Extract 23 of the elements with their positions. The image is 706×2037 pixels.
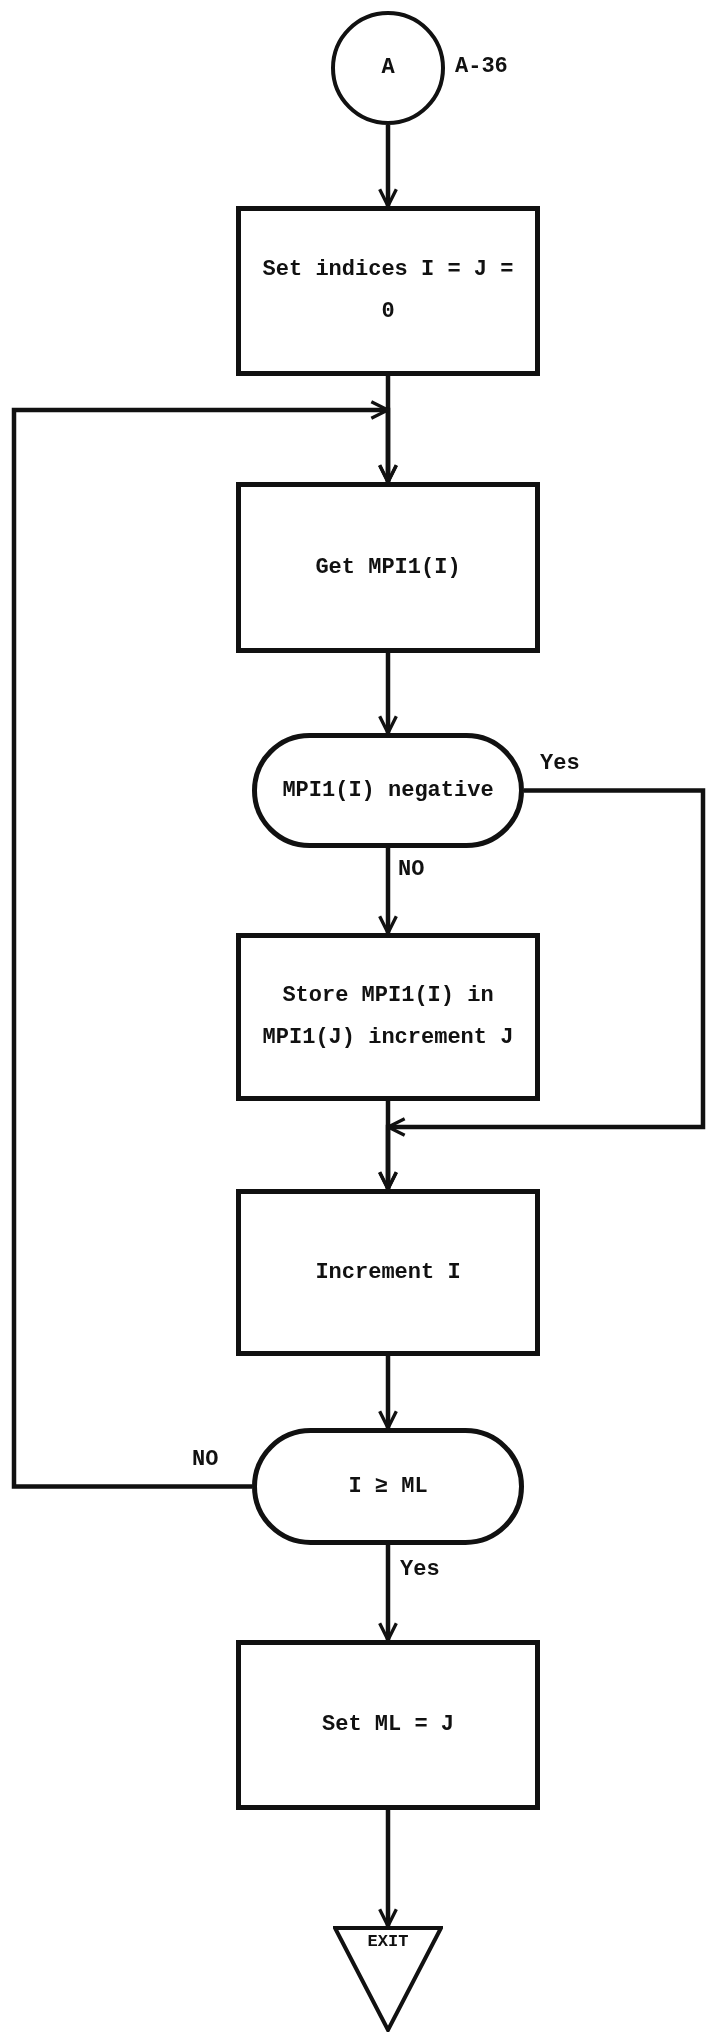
node-label: Store MPI1(I) in MPI1(J) increment J: [261, 982, 515, 1052]
process-box: [236, 1189, 540, 1356]
exit-triangle: [333, 1926, 443, 2032]
node-label: A: [380, 54, 396, 83]
process-box: [236, 933, 540, 1101]
arrow: [378, 653, 398, 735]
arrow: [378, 125, 398, 208]
process-box: [236, 1640, 540, 1810]
arrow: [378, 1545, 398, 1642]
arrow: [378, 1810, 398, 1928]
node-label: MPI1(I) negative: [281, 776, 495, 805]
process-box: [236, 206, 540, 376]
node-label: Set ML = J: [321, 1711, 455, 1740]
node-label: Increment I: [314, 1258, 462, 1287]
node-label: Set indices I = J = 0: [261, 256, 515, 326]
node-label: EXIT: [367, 1931, 409, 1953]
process-box: [236, 482, 540, 653]
node-label: Get MPI1(I): [314, 553, 462, 582]
arrow: [378, 1356, 398, 1430]
arrow: [11, 400, 398, 1489]
arrow: [378, 1101, 398, 1191]
arrow: [378, 848, 398, 935]
node-label: I ≥ ML: [347, 1472, 429, 1501]
